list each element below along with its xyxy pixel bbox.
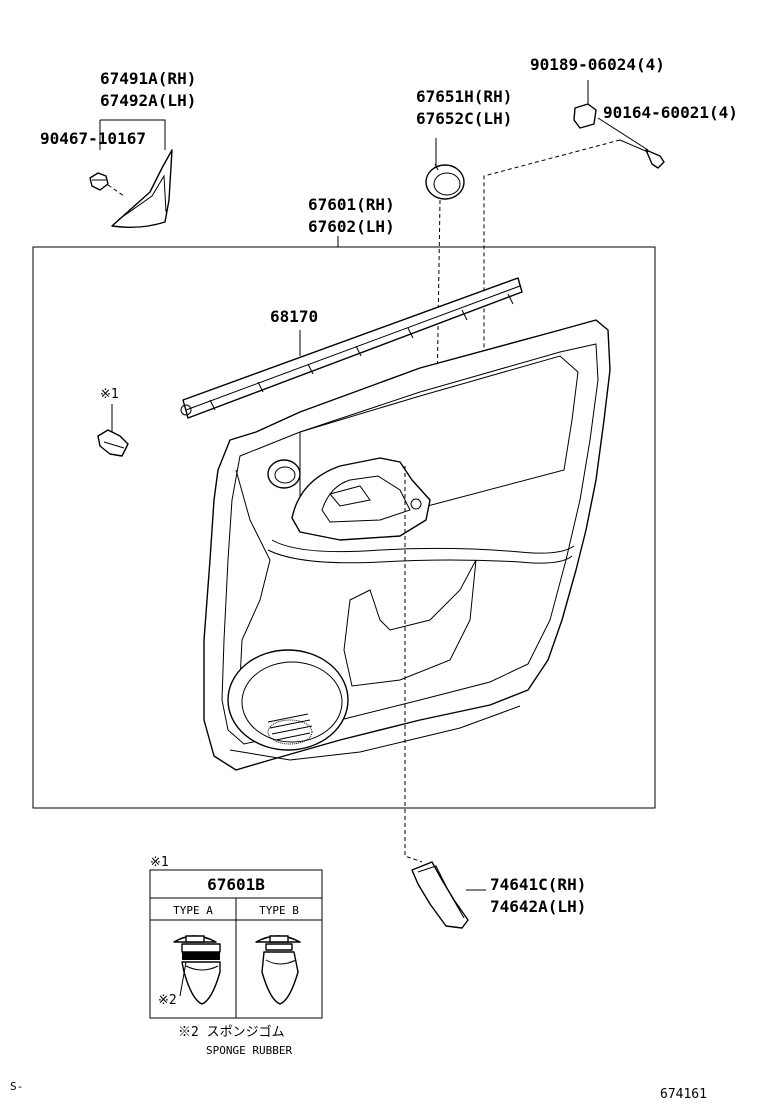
clip-table-sponge-mark: ※2 xyxy=(158,993,177,1008)
label-trim-board-rh: 67601(RH) xyxy=(308,195,395,214)
label-screw: 90164-60021(4) xyxy=(603,103,738,122)
leader-screw xyxy=(597,117,649,151)
screw-part xyxy=(619,139,665,169)
nut-part xyxy=(573,103,597,129)
label-speaker-grille-lh: 67652C(LH) xyxy=(416,109,512,128)
clip-table-col-type-a: TYPE A xyxy=(173,904,213,917)
label-nut: 90189-06024(4) xyxy=(530,55,665,74)
footnote-sponge-en: SPONGE RUBBER xyxy=(206,1044,292,1057)
clip-note-part xyxy=(97,429,129,457)
page-prefix: S- xyxy=(10,1080,23,1093)
label-clip-upper-left: 90467-10167 xyxy=(40,129,146,148)
label-trim-board-lh: 67602(LH) xyxy=(308,217,395,236)
label-weatherstrip: 68170 xyxy=(270,307,318,326)
clip-type-a-drawing xyxy=(173,935,221,1005)
door-trim-board xyxy=(203,319,611,771)
clip-table-note-mark: ※1 xyxy=(150,855,169,870)
leader-sponge-mark xyxy=(179,961,187,997)
leader-armrest-cover xyxy=(100,119,166,150)
assembly-frame xyxy=(32,246,656,809)
label-speaker-grille-rh: 67651H(RH) xyxy=(416,87,512,106)
label-lower-trim-lh: 74642A(LH) xyxy=(490,897,586,916)
dash-clip-upper xyxy=(107,184,125,197)
label-armrest-cover-rh: 67491A(RH) xyxy=(100,69,196,88)
label-armrest-cover-lh: 67492A(LH) xyxy=(100,91,196,110)
footnote-sponge-jp: ※2 スポンジゴム xyxy=(178,1024,285,1040)
lower-trim-part xyxy=(411,861,469,929)
speaker-grille-part xyxy=(425,163,465,200)
clip-type-b-drawing xyxy=(255,935,301,1005)
clip-table-col-type-b: TYPE B xyxy=(259,904,299,917)
dash-lower-trim xyxy=(404,466,423,863)
weatherstrip-part xyxy=(180,277,523,419)
label-lower-trim-rh: 74641C(RH) xyxy=(490,875,586,894)
armrest-cover-part xyxy=(111,149,173,229)
clip-table xyxy=(149,869,323,1019)
clip-upper-left-part xyxy=(89,172,109,191)
clip-table-part-number: 67601B xyxy=(207,875,265,894)
diagram-code: 674161 xyxy=(660,1087,707,1102)
label-clip-note-mark: ※1 xyxy=(100,387,119,402)
